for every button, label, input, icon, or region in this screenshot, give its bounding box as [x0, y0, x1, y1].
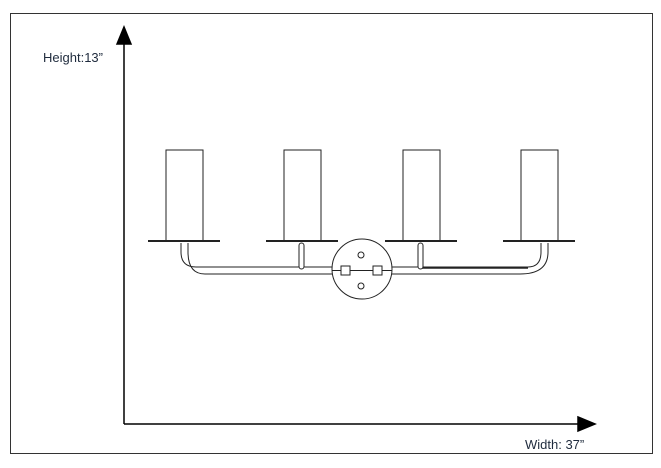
- screw-block: [372, 265, 383, 276]
- light-3: [385, 149, 457, 270]
- width-label: Width: 37”: [525, 437, 585, 452]
- height-label: Height:13”: [43, 50, 103, 65]
- canopy: [331, 238, 393, 300]
- lights: [148, 149, 575, 270]
- diagram-frame: [10, 13, 653, 454]
- light-4: [503, 149, 575, 242]
- mount-hole: [357, 251, 365, 259]
- axes: [115, 25, 597, 433]
- mount-hole: [357, 282, 365, 290]
- width-arrow-icon: [577, 415, 597, 433]
- light-1: [148, 149, 220, 242]
- light-2: [266, 149, 338, 270]
- height-arrow-icon: [115, 25, 133, 45]
- screw-block: [340, 265, 351, 276]
